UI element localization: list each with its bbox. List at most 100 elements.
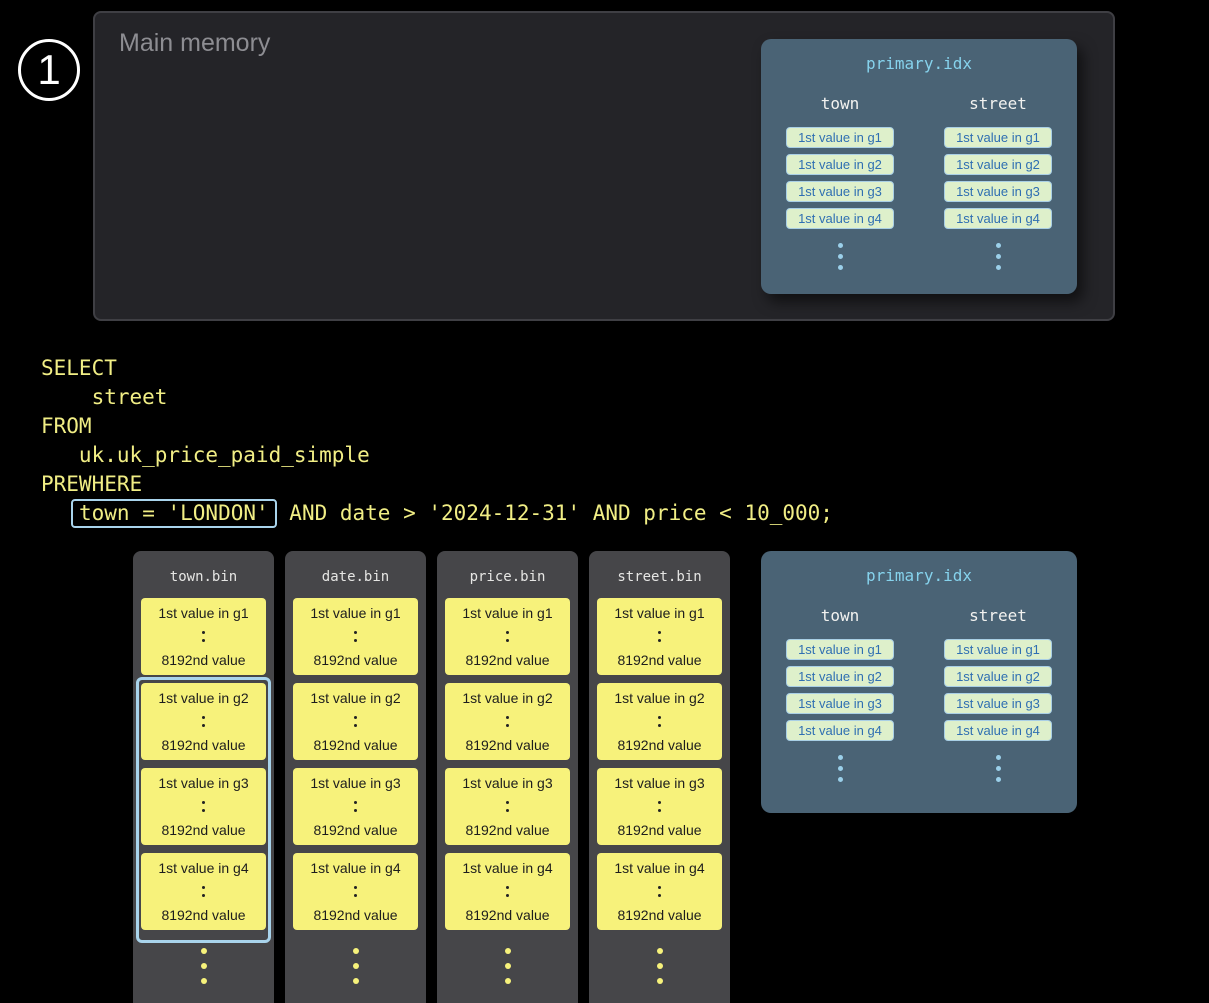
granule-last-value: 8192nd value [465, 737, 550, 753]
sql-line-from: FROM [41, 414, 92, 438]
ellipsis-dots [354, 631, 357, 642]
granule-last-value: 8192nd value [465, 822, 550, 838]
ellipsis-dots [202, 631, 205, 642]
step-number-badge: 1 [18, 39, 80, 101]
granule-last-value: 8192nd value [617, 907, 702, 923]
granule-last-value: 8192nd value [161, 907, 246, 923]
bin-column-price: price.bin 1st value in g1 8192nd value 1… [437, 551, 578, 1003]
index-entry: 1st value in g4 [944, 208, 1052, 229]
prewhere-remaining-conditions: AND date > '2024-12-31' AND price < 10_0… [276, 501, 833, 525]
index-entry: 1st value in g1 [786, 639, 894, 660]
index-column-town: town 1st value in g1 1st value in g2 1st… [761, 607, 919, 782]
bin-column-header: price.bin [469, 569, 546, 585]
sql-line-conditions: town = 'LONDON' AND date > '2024-12-31' … [41, 499, 833, 528]
index-entry: 1st value in g4 [786, 720, 894, 741]
ellipsis-dots [354, 716, 357, 727]
granule-list: 1st value in g1 8192nd value 1st value i… [589, 598, 730, 930]
prewhere-town-condition-highlight: town = 'LONDON' [71, 499, 277, 528]
granule-last-value: 8192nd value [313, 822, 398, 838]
ellipsis-dots [202, 886, 205, 897]
granule-cell: 1st value in g4 8192nd value [445, 853, 570, 930]
granule-cell: 1st value in g3 8192nd value [293, 768, 418, 845]
ellipsis-dots [354, 801, 357, 812]
ellipsis-dots [658, 801, 661, 812]
main-memory-label: Main memory [119, 29, 271, 57]
granule-last-value: 8192nd value [313, 907, 398, 923]
ellipsis-dots [202, 801, 205, 812]
bin-column-street: street.bin 1st value in g1 8192nd value … [589, 551, 730, 1003]
granule-cell: 1st value in g2 8192nd value [445, 683, 570, 760]
granule-cell: 1st value in g2 8192nd value [141, 683, 266, 760]
granule-list: 1st value in g1 8192nd value 1st value i… [133, 598, 274, 930]
index-entry: 1st value in g2 [944, 154, 1052, 175]
primary-index-title: primary.idx [866, 566, 972, 585]
index-entry: 1st value in g1 [944, 127, 1052, 148]
sql-line-street: street [41, 385, 168, 409]
index-entry: 1st value in g3 [944, 181, 1052, 202]
granule-cell: 1st value in g3 8192nd value [597, 768, 722, 845]
granule-last-value: 8192nd value [161, 822, 246, 838]
granule-first-value: 1st value in g1 [158, 605, 249, 621]
index-entry: 1st value in g2 [786, 154, 894, 175]
granule-first-value: 1st value in g1 [462, 605, 553, 621]
bin-column-header: town.bin [169, 569, 238, 585]
ellipsis-dots [285, 948, 426, 984]
index-column-street: street 1st value in g1 1st value in g2 1… [919, 95, 1077, 270]
granule-first-value: 1st value in g2 [158, 690, 249, 706]
ellipsis-dots [995, 243, 1001, 270]
granule-cell: 1st value in g2 8192nd value [597, 683, 722, 760]
granule-cell: 1st value in g1 8192nd value [293, 598, 418, 675]
primary-index-panel-disk: primary.idx town 1st value in g1 1st val… [761, 551, 1077, 813]
ellipsis-dots [658, 631, 661, 642]
index-entry: 1st value in g3 [786, 181, 894, 202]
granule-cell: 1st value in g4 8192nd value [141, 853, 266, 930]
bin-column-date: date.bin 1st value in g1 8192nd value 1s… [285, 551, 426, 1003]
ellipsis-dots [837, 243, 843, 270]
granule-first-value: 1st value in g3 [310, 775, 401, 791]
primary-index-columns: town 1st value in g1 1st value in g2 1st… [761, 95, 1077, 270]
index-entry: 1st value in g4 [786, 208, 894, 229]
granule-last-value: 8192nd value [617, 652, 702, 668]
index-entry: 1st value in g2 [786, 666, 894, 687]
step-number: 1 [37, 46, 61, 93]
granule-first-value: 1st value in g4 [158, 860, 249, 876]
sql-line-select: SELECT [41, 356, 117, 380]
granule-cell: 1st value in g1 8192nd value [445, 598, 570, 675]
granule-cell: 1st value in g1 8192nd value [597, 598, 722, 675]
granule-list: 1st value in g1 8192nd value 1st value i… [437, 598, 578, 930]
granule-first-value: 1st value in g4 [462, 860, 553, 876]
granule-cell: 1st value in g3 8192nd value [445, 768, 570, 845]
granule-last-value: 8192nd value [161, 652, 246, 668]
ellipsis-dots [133, 948, 274, 984]
index-entry: 1st value in g3 [944, 693, 1052, 714]
bin-column-header: date.bin [321, 569, 390, 585]
bin-column-header: street.bin [617, 569, 702, 585]
ellipsis-dots [506, 716, 509, 727]
ellipsis-dots [658, 886, 661, 897]
granule-list: 1st value in g1 8192nd value 1st value i… [285, 598, 426, 930]
sql-line-prewhere: PREWHERE [41, 472, 143, 496]
primary-index-columns: town 1st value in g1 1st value in g2 1st… [761, 607, 1077, 782]
bin-column-town: town.bin 1st value in g1 8192nd value 1s… [133, 551, 274, 1003]
granule-last-value: 8192nd value [617, 737, 702, 753]
granule-last-value: 8192nd value [161, 737, 246, 753]
index-column-name: street [969, 606, 1027, 625]
index-column-name: town [820, 94, 860, 113]
ellipsis-dots [658, 716, 661, 727]
index-entry: 1st value in g1 [944, 639, 1052, 660]
granule-cell: 1st value in g4 8192nd value [597, 853, 722, 930]
ellipsis-dots [837, 755, 843, 782]
granule-cell: 1st value in g4 8192nd value [293, 853, 418, 930]
granule-last-value: 8192nd value [465, 652, 550, 668]
granule-first-value: 1st value in g1 [614, 605, 705, 621]
granule-first-value: 1st value in g4 [310, 860, 401, 876]
ellipsis-dots [589, 948, 730, 984]
granule-first-value: 1st value in g3 [158, 775, 249, 791]
sql-line-table: uk.uk_price_paid_simple [41, 443, 370, 467]
primary-index-title: primary.idx [866, 54, 972, 73]
granule-first-value: 1st value in g2 [462, 690, 553, 706]
ellipsis-dots [202, 716, 205, 727]
granule-first-value: 1st value in g2 [310, 690, 401, 706]
granule-cell: 1st value in g2 8192nd value [293, 683, 418, 760]
